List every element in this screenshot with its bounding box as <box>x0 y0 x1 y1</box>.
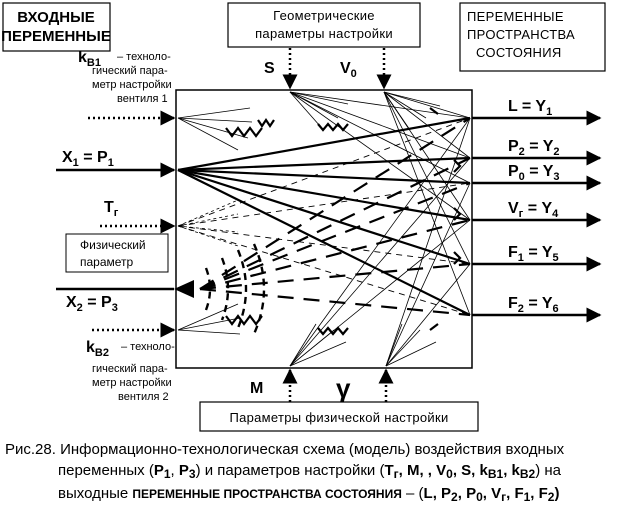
wave-markers <box>225 107 462 336</box>
kb2-label: kВ2 <box>86 339 109 359</box>
state-line2: ПРОСТРАНСТВА <box>467 27 575 42</box>
output-label-6: F2 = Y6 <box>508 295 559 315</box>
state-line3: СОСТОЯНИЯ <box>476 45 562 60</box>
physical-param-box: Физический параметр <box>65 233 169 273</box>
inputs-title-box: ВХОДНЫЕ ПЕРЕМЕННЫЕ <box>1 2 111 52</box>
input-tg: Tг <box>100 199 176 234</box>
caption-line1: Рис.28. Информационно-технологическая сх… <box>5 441 565 458</box>
geometric-line1: Геометрические <box>273 8 375 23</box>
kb1-desc-2: гический пара- <box>92 65 168 77</box>
x2-label: X2 = P3 <box>66 294 118 314</box>
x2-arcs <box>204 243 266 335</box>
system-block <box>175 89 473 369</box>
kb1-desc-1: – техноло- <box>117 51 171 63</box>
physical-param-l2: параметр <box>80 255 134 269</box>
kb2-desc-1: – техноло- <box>121 341 175 353</box>
caption-line3: выходные ПЕРЕМЕННЫЕ ПРОСТРАНСТВА СОСТОЯН… <box>58 485 559 504</box>
outputs: L = Y1 P2 = Y2 P0 = Y3 Vг = Y4 F1 = Y5 F2 = Y… <box>472 98 602 323</box>
state-variables-box: ПЕРЕМЕННЫЕ ПРОСТРАНСТВА СОСТОЯНИЯ <box>459 2 606 72</box>
output-label-5: F1 = Y5 <box>508 244 559 264</box>
geometric-line2: параметры настройки <box>255 26 393 41</box>
kb1-desc-4: вентиля 1 <box>117 93 168 105</box>
bottom-inputs: M γ <box>250 368 394 403</box>
kb1-label: kВ1 <box>78 49 101 69</box>
kb2-desc-2: гический пара- <box>92 363 168 375</box>
input-m-label: M <box>250 380 263 397</box>
input-kb1: kВ1 – техноло- гический пара- метр настр… <box>78 49 176 126</box>
state-line1: ПЕРЕМЕННЫЕ <box>467 9 564 24</box>
top-inputs: S V0 <box>264 48 392 90</box>
output-label-1: L = Y1 <box>508 98 552 118</box>
output-label-4: Vг = Y4 <box>508 200 559 220</box>
input-gamma-label: γ <box>336 373 351 403</box>
input-x2: X2 = P3 <box>56 280 194 314</box>
inputs-title-line2: ПЕРЕМЕННЫЕ <box>1 28 111 45</box>
tg-label: Tг <box>104 199 119 219</box>
inputs-title-line1: ВХОДНЫЕ <box>17 9 95 26</box>
geometric-params-box: Геометрические параметры настройки <box>227 2 421 48</box>
physical-tuning-box: Параметры физической настройки <box>199 401 479 432</box>
physical-param-l1: Физический <box>80 238 146 252</box>
input-kb2: kВ2 – техноло- гический пара- метр настр… <box>86 322 176 403</box>
x1-label: X1 = P1 <box>62 149 114 169</box>
output-label-3: P0 = Y3 <box>508 163 560 183</box>
kb1-desc-3: метр настройки <box>92 79 172 91</box>
physical-tuning-text: Параметры физической настройки <box>229 410 448 425</box>
kb2-desc-4: вентиля 2 <box>118 391 169 403</box>
caption-line2: переменных (P1, P3) и параметров настрой… <box>58 462 562 481</box>
internal-connections <box>177 91 471 367</box>
output-label-2: P2 = Y2 <box>508 138 560 158</box>
caption: Рис.28. Информационно-технологическая сх… <box>5 441 565 504</box>
input-s-label: S <box>264 60 275 77</box>
kb2-desc-3: метр настройки <box>92 377 172 389</box>
input-x1: X1 = P1 <box>56 149 176 178</box>
input-v0-label: V0 <box>340 60 357 80</box>
